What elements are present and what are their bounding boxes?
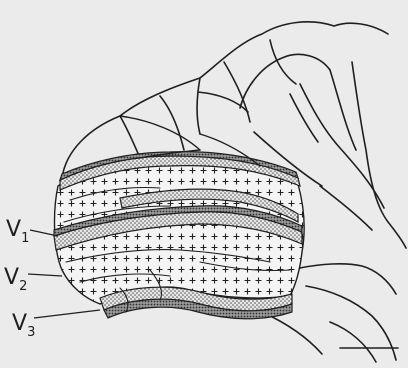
- label-v2: V2: [4, 265, 27, 294]
- v3-leader-line: [34, 310, 100, 318]
- v2-leader-line: [28, 274, 62, 276]
- label-v3: V3: [12, 311, 35, 340]
- label-v1: V1: [6, 217, 29, 246]
